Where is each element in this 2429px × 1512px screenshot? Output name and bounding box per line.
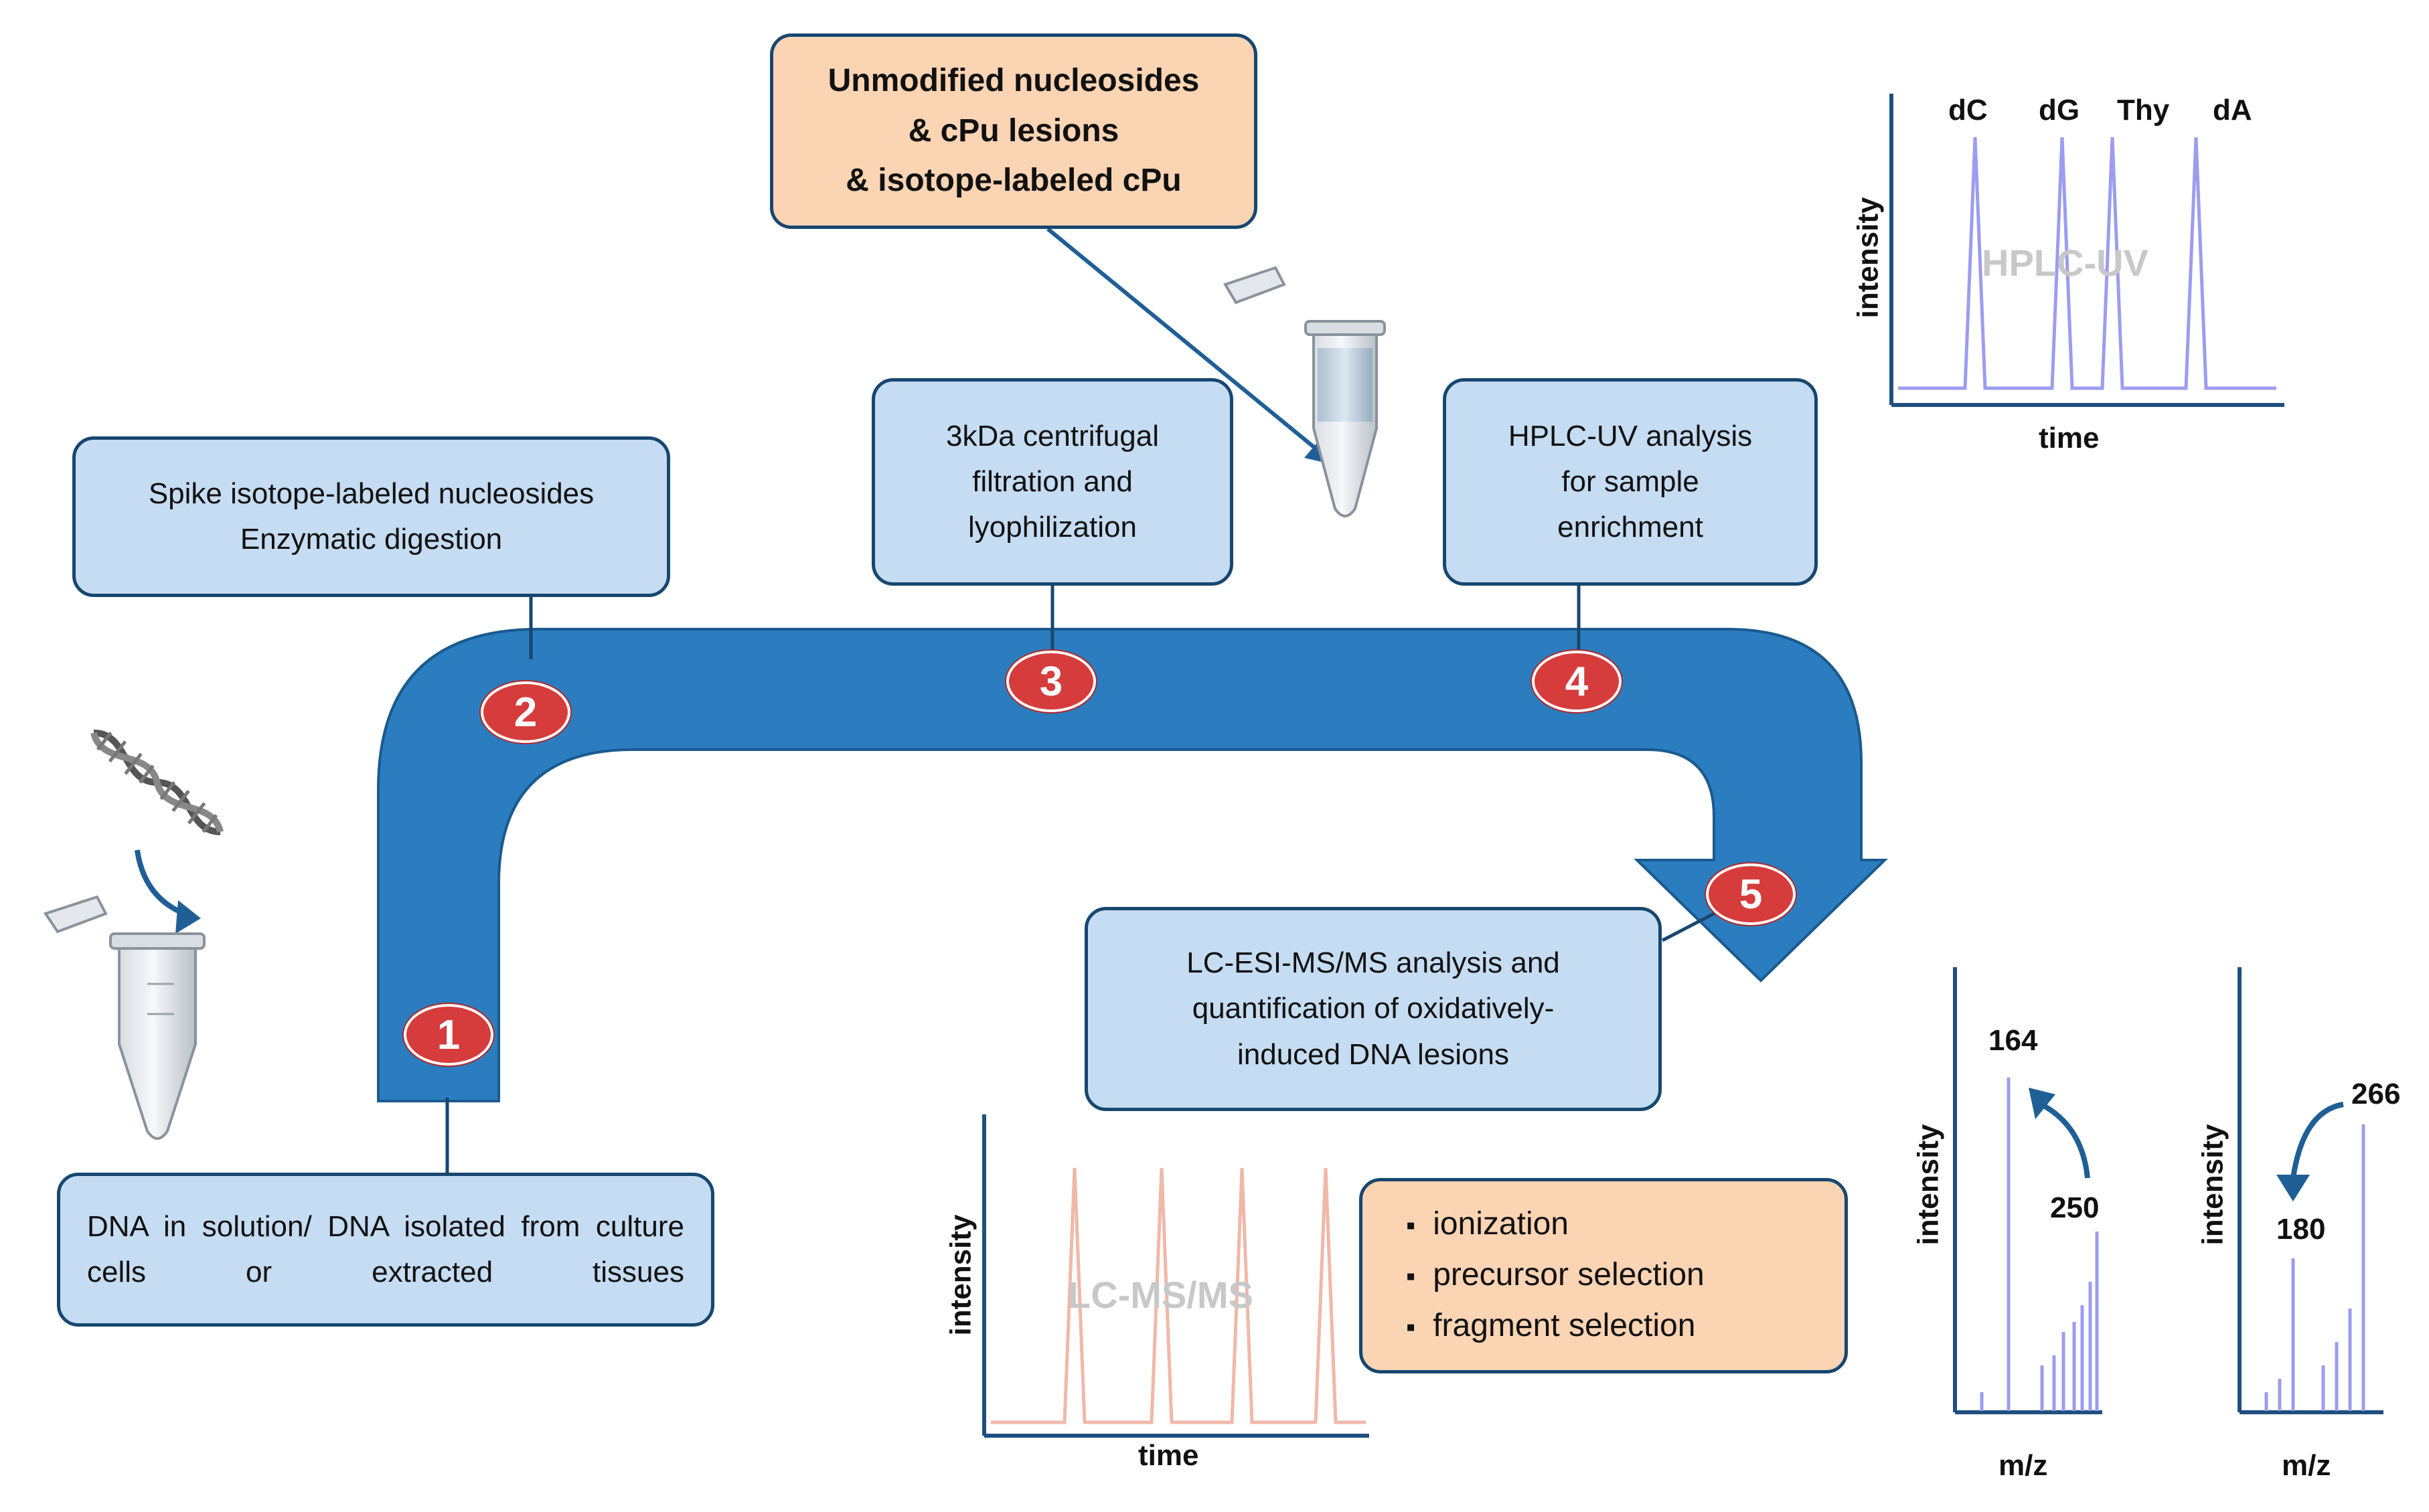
ms1-peaks (1980, 1078, 2099, 1411)
step-badge-3: 3 (1006, 651, 1096, 712)
step3-text: 3kDa centrifugal filtration and lyophili… (946, 419, 1159, 544)
step1-box: DNA in solution/ DNA isolated from cultu… (57, 1173, 714, 1327)
hplc-peak-label-dC: dC (1948, 94, 1988, 127)
lcms-xlabel: time (1138, 1439, 1199, 1472)
step-badge-4: 4 (1532, 651, 1622, 712)
ms1-xlabel: m/z (1999, 1449, 2048, 1482)
hplc-watermark: HPLC-UV (1982, 242, 2148, 284)
step-badge-5: 5 (1706, 863, 1796, 925)
ms2-precursor-label: 266 (2351, 1078, 2401, 1110)
ms1-precursor-label: 250 (2050, 1191, 2100, 1224)
flow-arrow (377, 628, 1888, 1102)
hplc-peak-label-dG: dG (2039, 94, 2080, 127)
step4-text: HPLC-UV analysis for sample enrichment (1508, 419, 1753, 544)
step5-text: LC-ESI-MS/MS analysis and quantification… (1186, 946, 1560, 1071)
ms-steps-list: ionization precursor selection fragment … (1406, 1199, 1705, 1352)
ms-spectrum-2 (2238, 967, 2383, 1414)
hplc-peak-label-thy: Thy (2117, 94, 2170, 127)
step5-box: LC-ESI-MS/MS analysis and quantification… (1085, 907, 1662, 1111)
standards-text: Unmodified nucleosides & cPu lesions & i… (828, 63, 1200, 199)
ms1-ylabel: intensity (1911, 1124, 1945, 1246)
ms2-fragment-label: 180 (2276, 1213, 2326, 1246)
step1-text: DNA in solution/ DNA isolated from cultu… (87, 1209, 684, 1288)
hplc-uv-chart (1889, 94, 2284, 407)
step2-box: Spike isotope-labeled nucleosides Enzyma… (72, 436, 670, 597)
hplc-xlabel: time (2039, 422, 2100, 454)
step2-text: Spike isotope-labeled nucleosides Enzyma… (148, 477, 595, 556)
standards-tube-icon (1223, 266, 1386, 517)
standards-box: Unmodified nucleosides & cPu lesions & i… (770, 33, 1257, 229)
ms-spectrum-1 (1953, 967, 2102, 1414)
ms2-peaks (2264, 1124, 2365, 1411)
ms2-fragmentation-arrow (2290, 1102, 2344, 1179)
ms2-ylabel: intensity (2196, 1124, 2229, 1246)
ms-step-item: ionization (1406, 1199, 1705, 1250)
ms1-fragmentation-arrow (2037, 1100, 2090, 1179)
lc-msms-trace (991, 1167, 1366, 1424)
step-badge-2: 2 (481, 681, 570, 743)
lcms-ylabel: intensity (944, 1214, 977, 1336)
ms1-fragment-label: 164 (1988, 1024, 2038, 1057)
ms-step-item: fragment selection (1406, 1301, 1705, 1352)
sample-tube-icon (43, 895, 206, 1140)
ms-steps-box: ionization precursor selection fragment … (1359, 1178, 1848, 1373)
add-sample-arrow-icon (135, 849, 201, 934)
ms-step-item: precursor selection (1406, 1250, 1705, 1301)
lc-msms-chart (982, 1114, 1369, 1438)
step3-box: 3kDa centrifugal filtration and lyophili… (872, 378, 1233, 586)
step-badge-1: 1 (404, 1004, 493, 1066)
dna-helix-icon (90, 729, 224, 835)
lcms-watermark: LC-MS/MS (1068, 1274, 1253, 1316)
hplc-uv-trace (1898, 137, 2276, 390)
connector-lines (445, 586, 1715, 1175)
step4-box: HPLC-UV analysis for sample enrichment (1443, 378, 1818, 586)
hplc-peak-label-dA: dA (2213, 94, 2252, 127)
ms2-xlabel: m/z (2282, 1449, 2331, 1482)
hplc-ylabel: intensity (1851, 197, 1885, 319)
